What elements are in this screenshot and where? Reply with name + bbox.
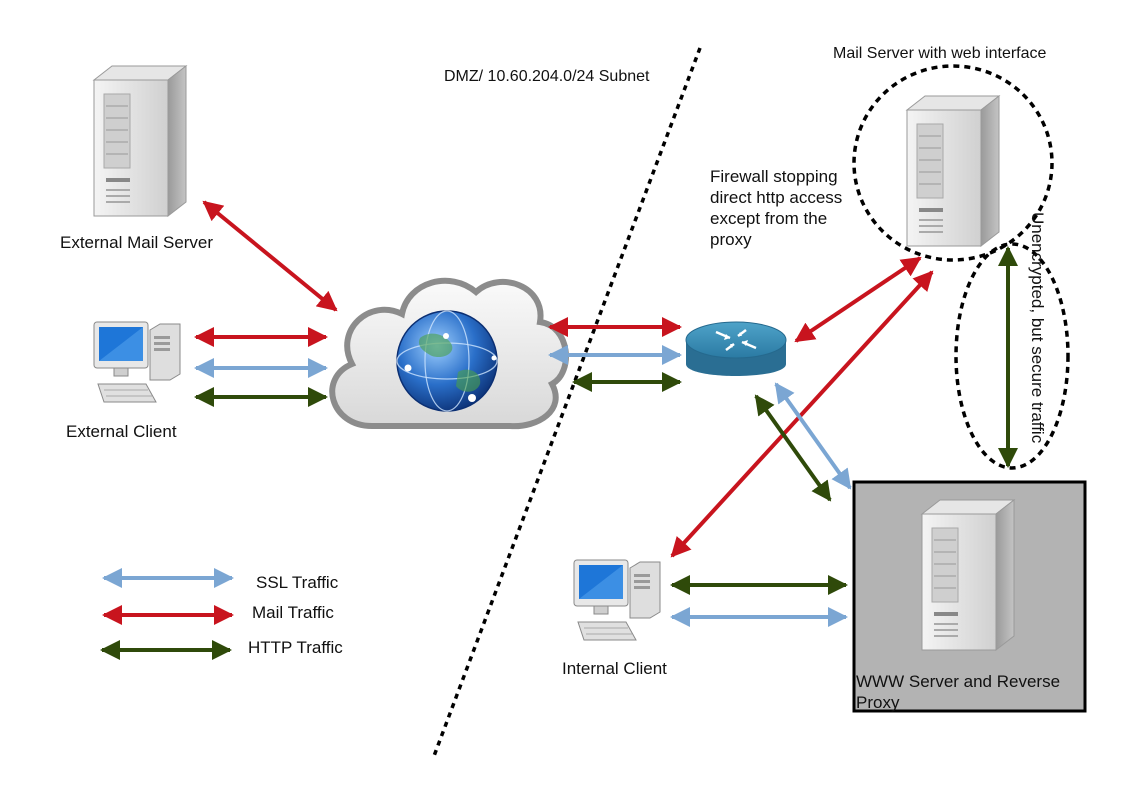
- mail-arrow-extmail-cloud: [202, 200, 338, 312]
- mail-server-web-icon: [906, 95, 1000, 247]
- dmz-boundary-line: [432, 47, 702, 757]
- firewall-note-line-2: direct http access: [710, 188, 842, 207]
- external-mail-server-icon: [93, 65, 187, 217]
- dmz-label: DMZ/ 10.60.204.0/24 Subnet: [444, 68, 650, 85]
- http-arrow-router-proxy: [754, 394, 832, 502]
- firewall-note-line-4: proxy: [710, 230, 752, 249]
- legend-mail-label: Mail Traffic: [252, 603, 334, 622]
- legend: SSL Traffic Mail Traffic HTTP Traffic: [100, 568, 343, 660]
- firewall-note-line-1: Firewall stopping: [710, 167, 838, 186]
- ssl-arrow-router-proxy: [774, 382, 852, 490]
- secure-link-highlight-ellipse: [954, 242, 1070, 470]
- mail-server-web-label: Mail Server with web interface: [833, 45, 1047, 62]
- secure-link-label: Unencrypted, but secure traffic: [1028, 212, 1047, 444]
- legend-http-label: HTTP Traffic: [248, 638, 343, 657]
- www-proxy-label-line-2: Proxy: [856, 693, 900, 712]
- internal-client-icon: [573, 559, 661, 641]
- www-proxy-label: WWW Server and Reverse Proxy: [856, 672, 1065, 712]
- www-proxy-label-line-1: WWW Server and Reverse: [856, 672, 1060, 691]
- firewall-note-line-3: except from the: [710, 209, 827, 228]
- internal-client-label: Internal Client: [562, 659, 667, 678]
- external-client-icon: [93, 321, 181, 403]
- legend-ssl-label: SSL Traffic: [256, 573, 339, 592]
- internet-cloud-globe-icon: [329, 277, 569, 430]
- mail-arrow-router-mailserver: [794, 256, 922, 343]
- mail-server-highlight-circle: [852, 64, 1054, 262]
- firewall-note: Firewall stopping direct http access exc…: [710, 167, 847, 249]
- router-icon: [685, 321, 787, 376]
- external-client-label: External Client: [66, 422, 177, 441]
- external-mail-server-label: External Mail Server: [60, 233, 213, 252]
- www-proxy-server-icon: [921, 499, 1015, 651]
